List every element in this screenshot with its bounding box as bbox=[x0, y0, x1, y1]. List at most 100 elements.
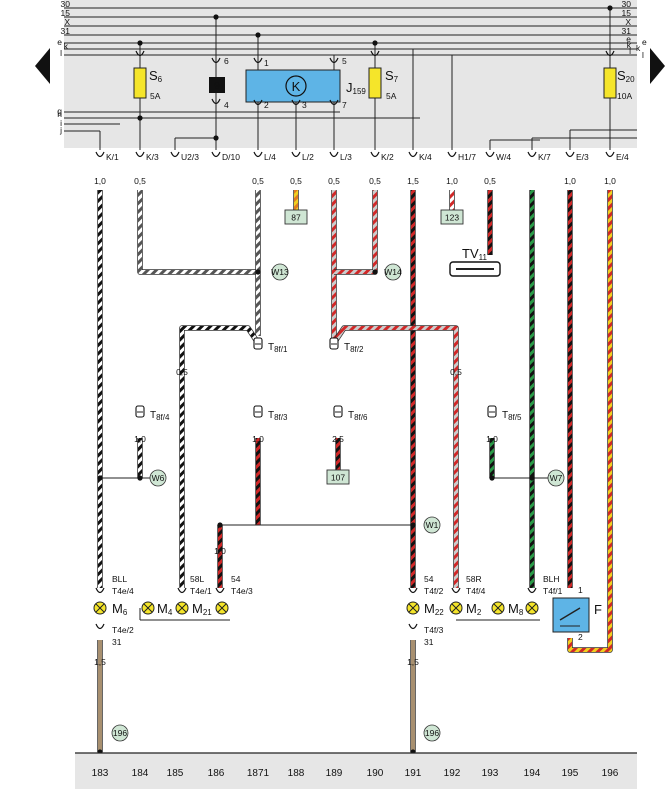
pin-label-7: T4f/2 bbox=[424, 586, 444, 596]
ground-196-left bbox=[111, 724, 129, 742]
mid-size-5: 1,0 bbox=[486, 434, 498, 444]
junction-dot bbox=[255, 32, 261, 38]
footer-col-188: 188 bbox=[288, 768, 305, 779]
bus-label-right-4: e bbox=[626, 34, 631, 44]
wire-size-4: 0,5 bbox=[328, 176, 340, 186]
m8-bulb-icon-x2 bbox=[493, 603, 503, 613]
connector-socket-K/3 bbox=[135, 151, 145, 158]
relay-pin-3: 3 bbox=[302, 100, 307, 110]
pin-label-3: T4e/1 bbox=[190, 586, 212, 596]
relay-k-symbol: K bbox=[292, 79, 301, 94]
ground-w7 bbox=[547, 469, 565, 487]
wire-size-0: 1,0 bbox=[94, 176, 106, 186]
connector-label-L/2: L/2 bbox=[302, 152, 314, 162]
junction-dot bbox=[137, 115, 143, 121]
junction-dot bbox=[529, 475, 535, 481]
mid-size-6: 1,0 bbox=[214, 546, 226, 556]
connector-socket-H1/7 bbox=[447, 151, 457, 158]
footer-col-193: 193 bbox=[482, 768, 499, 779]
fuse-s7-socket bbox=[370, 50, 380, 57]
relay-pin-2: 2 bbox=[264, 100, 269, 110]
mid-size-4: 2,5 bbox=[332, 434, 344, 444]
fuse-s20-socket bbox=[605, 50, 615, 57]
t8f6-label: T8f/6 bbox=[348, 410, 368, 422]
mid-size-3: 1,0 bbox=[252, 434, 264, 444]
connector-socket-K/1 bbox=[95, 151, 105, 158]
junction-dot bbox=[372, 40, 378, 46]
junction-dot bbox=[137, 40, 143, 46]
bus-label-right-3: 31 bbox=[622, 26, 632, 36]
wire-size-7: 1,0 bbox=[446, 176, 458, 186]
connector-label-L/3: L/3 bbox=[340, 152, 352, 162]
fuse-s20-name: S20 bbox=[617, 68, 635, 84]
m21-socket bbox=[215, 587, 225, 594]
wire-t8f2-58r bbox=[334, 326, 458, 588]
connector-socket-D/10 bbox=[211, 151, 221, 158]
t8f1-label: T8f/1 bbox=[268, 342, 288, 354]
connector-socket-E/3 bbox=[565, 151, 575, 158]
bus-label-left-2: X bbox=[64, 17, 70, 27]
connector-label-W/4: W/4 bbox=[496, 152, 511, 162]
connector-socket-K/7 bbox=[527, 151, 537, 158]
ground-w6 bbox=[149, 469, 167, 487]
left-line-label-i: i bbox=[60, 118, 62, 128]
switch-f-label: F bbox=[594, 602, 602, 617]
mid-size-8: 1,5 bbox=[407, 657, 419, 667]
connector-label-U2/3: U2/3 bbox=[181, 152, 199, 162]
m22-label: M22 bbox=[424, 601, 444, 617]
ground-196-right bbox=[423, 724, 441, 742]
connector-socket-K/2 bbox=[370, 151, 380, 158]
bus-k-right: k bbox=[636, 43, 641, 53]
ref-107-box bbox=[326, 469, 350, 485]
footer-col-191: 191 bbox=[405, 768, 422, 779]
junction-dot bbox=[607, 5, 613, 11]
m4-socket bbox=[177, 587, 187, 594]
footer-col-183: 183 bbox=[92, 768, 109, 779]
junction-dot bbox=[255, 269, 261, 275]
wire-e4 bbox=[568, 190, 612, 652]
m8b-bulb-icon-x2 bbox=[527, 603, 537, 613]
pin-label-8: 58R bbox=[466, 574, 482, 584]
connector-socket-K/4 bbox=[408, 151, 418, 158]
relay-pin2-socket bbox=[253, 99, 263, 106]
wire-size-1: 0,5 bbox=[134, 176, 146, 186]
junction-dot bbox=[372, 269, 378, 275]
wire-size-6: 1,5 bbox=[407, 176, 419, 186]
fuse-s7-rating: 5A bbox=[386, 91, 397, 101]
wire-t8f2-58r-outline bbox=[333, 325, 459, 588]
connector-socket-W/4 bbox=[485, 151, 495, 158]
pin-label-1: T4e/4 bbox=[112, 586, 134, 596]
footer-col-192: 192 bbox=[444, 768, 461, 779]
ref-123-box bbox=[440, 209, 464, 225]
junction-dot bbox=[213, 135, 219, 141]
pin-label-16: 1 bbox=[578, 585, 583, 595]
junction-dot bbox=[213, 14, 219, 20]
left-arrow-icon bbox=[35, 48, 50, 84]
mid-size-0: 0,5 bbox=[176, 367, 188, 377]
pin-label-13: 31 bbox=[112, 637, 122, 647]
t8f2-label: T8f/2 bbox=[344, 342, 364, 354]
m6-socket-top bbox=[95, 587, 105, 594]
left-line-label-g: g bbox=[57, 106, 62, 116]
wire-k3 bbox=[138, 190, 258, 274]
m4-bulb-icon-x2 bbox=[143, 603, 153, 613]
mid-size-1: 0,5 bbox=[450, 367, 462, 377]
fuse-s6-socket bbox=[135, 50, 145, 57]
pin-label-0: BLL bbox=[112, 574, 127, 584]
bus-e-right: e bbox=[642, 37, 647, 47]
mid-size-7: 1,5 bbox=[94, 657, 106, 667]
pin-label-6: 54 bbox=[424, 574, 434, 584]
ground-196-right-label: 196 bbox=[425, 728, 439, 738]
m6-bulb-icon-x2 bbox=[95, 603, 105, 613]
switch-f-box bbox=[552, 597, 590, 633]
footer-strip bbox=[75, 753, 637, 789]
m2-socket bbox=[451, 587, 461, 594]
wire-size-8: 0,5 bbox=[484, 176, 496, 186]
slot-9-label: 9 bbox=[214, 81, 220, 92]
m22-socket-bottom bbox=[408, 623, 418, 630]
bus-label-right-2: X bbox=[625, 17, 631, 27]
bus-label-left-1: 15 bbox=[61, 8, 71, 18]
connector-label-E/4: E/4 bbox=[616, 152, 629, 162]
relay-pin7-socket bbox=[329, 99, 339, 106]
footer-col-185: 185 bbox=[167, 768, 184, 779]
